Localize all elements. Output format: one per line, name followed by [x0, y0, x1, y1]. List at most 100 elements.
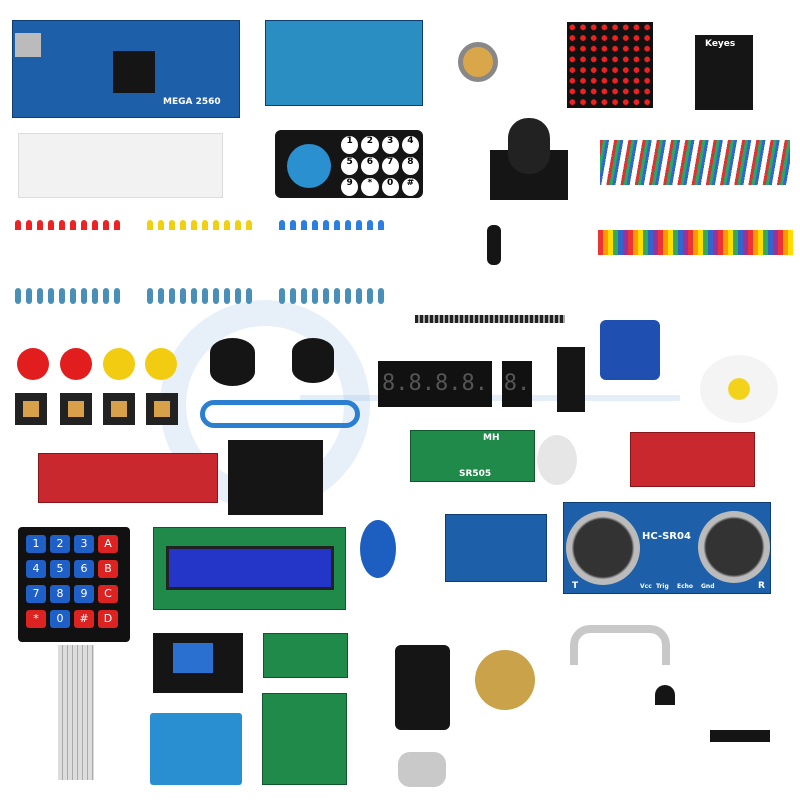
microcontroller-chip	[113, 51, 155, 93]
ir-remote: 1 2 3 4 5 6 7 8 9 * 0 #	[275, 130, 423, 198]
pin-label: Echo	[677, 583, 694, 590]
remote-keys: 1 2 3 4 5 6 7 8 9 * 0 #	[341, 136, 419, 196]
breadboard	[18, 133, 223, 198]
fan-propeller	[700, 355, 778, 423]
pir-lens	[537, 435, 577, 485]
remote-key: 5	[341, 157, 359, 175]
resistor	[356, 288, 362, 304]
keypad-key: *	[26, 610, 46, 628]
resistor	[59, 288, 65, 304]
keypad-key: 6	[74, 560, 94, 578]
resistor	[224, 288, 230, 304]
remote-key: 9	[341, 178, 359, 196]
ultrasonic-sensor: HC-SR04 T R Vcc Trig Echo Gnd	[563, 502, 771, 594]
button-cap-red	[17, 348, 49, 380]
remote-key: 0	[381, 178, 399, 196]
resistor	[147, 288, 153, 304]
led	[235, 220, 241, 230]
resistor	[367, 288, 373, 304]
resistor	[158, 288, 164, 304]
led	[70, 220, 76, 230]
remote-key: 3	[381, 136, 399, 154]
resistor	[48, 288, 54, 304]
led	[180, 220, 186, 230]
keypad-key: C	[98, 585, 118, 603]
keypad-key: 7	[26, 585, 46, 603]
breadboard-power-module	[228, 440, 323, 515]
keypad-key: D	[98, 610, 118, 628]
rfid-reader	[445, 514, 547, 582]
passive-buzzer	[292, 338, 334, 383]
tactile-button	[15, 393, 47, 425]
led	[334, 220, 340, 230]
dht11-sensor	[150, 713, 242, 785]
led	[26, 220, 32, 230]
led	[158, 220, 164, 230]
pir-brand: MH	[483, 433, 500, 443]
servo-motor	[600, 320, 660, 380]
pin-label: Gnd	[701, 583, 715, 590]
resistor	[92, 288, 98, 304]
led	[224, 220, 230, 230]
resistor	[290, 288, 296, 304]
receiver	[698, 511, 770, 583]
led	[356, 220, 362, 230]
resistor	[202, 288, 208, 304]
shift-register-chip	[557, 347, 585, 412]
arduino-mega-board: MEGA 2560	[12, 20, 240, 118]
relay	[173, 643, 213, 673]
sound-sensor	[630, 432, 755, 487]
dc-motor	[398, 752, 446, 787]
ultrasonic-t: T	[572, 581, 579, 591]
lcd-screen	[166, 546, 334, 590]
power-adapter	[395, 645, 450, 730]
stepper-driver	[262, 693, 347, 785]
keypad-key: 2	[50, 535, 70, 553]
resistor	[70, 288, 76, 304]
resistor	[301, 288, 307, 304]
remote-key: 6	[361, 157, 379, 175]
led	[378, 220, 384, 230]
relay-module	[153, 633, 243, 693]
resistor	[213, 288, 219, 304]
usb-port	[15, 33, 41, 57]
resistor	[26, 288, 32, 304]
led	[191, 220, 197, 230]
stepper-motor	[475, 650, 535, 710]
led	[147, 220, 153, 230]
rfid-keyfob	[360, 520, 396, 578]
led	[81, 220, 87, 230]
single-digit-display: 8.	[502, 361, 532, 407]
module-label: Keyes	[705, 39, 736, 49]
button-cap-yellow	[103, 348, 135, 380]
keypad-key: #	[74, 610, 94, 628]
resistor	[279, 288, 285, 304]
led	[367, 220, 373, 230]
pin-label: Vcc	[640, 583, 652, 590]
resistor	[345, 288, 351, 304]
transistor	[655, 685, 675, 705]
button-cap-red	[60, 348, 92, 380]
pin-header	[415, 315, 565, 323]
usb-cable	[200, 400, 360, 428]
keypad-key: 1	[26, 535, 46, 553]
pir-sensor: MH SR505	[410, 430, 535, 482]
potentiometer	[458, 42, 498, 82]
resistor	[81, 288, 87, 304]
led	[48, 220, 54, 230]
lcd-module	[153, 527, 346, 610]
led	[323, 220, 329, 230]
resistor	[246, 288, 252, 304]
resistor	[114, 288, 120, 304]
led	[59, 220, 65, 230]
led	[279, 220, 285, 230]
dpad-icon	[287, 144, 331, 188]
resistor	[323, 288, 329, 304]
led	[290, 220, 296, 230]
led	[345, 220, 351, 230]
led-matrix	[567, 22, 653, 108]
proto-shield	[265, 20, 423, 106]
four-digit-display: 8.8.8.8.	[378, 361, 492, 407]
